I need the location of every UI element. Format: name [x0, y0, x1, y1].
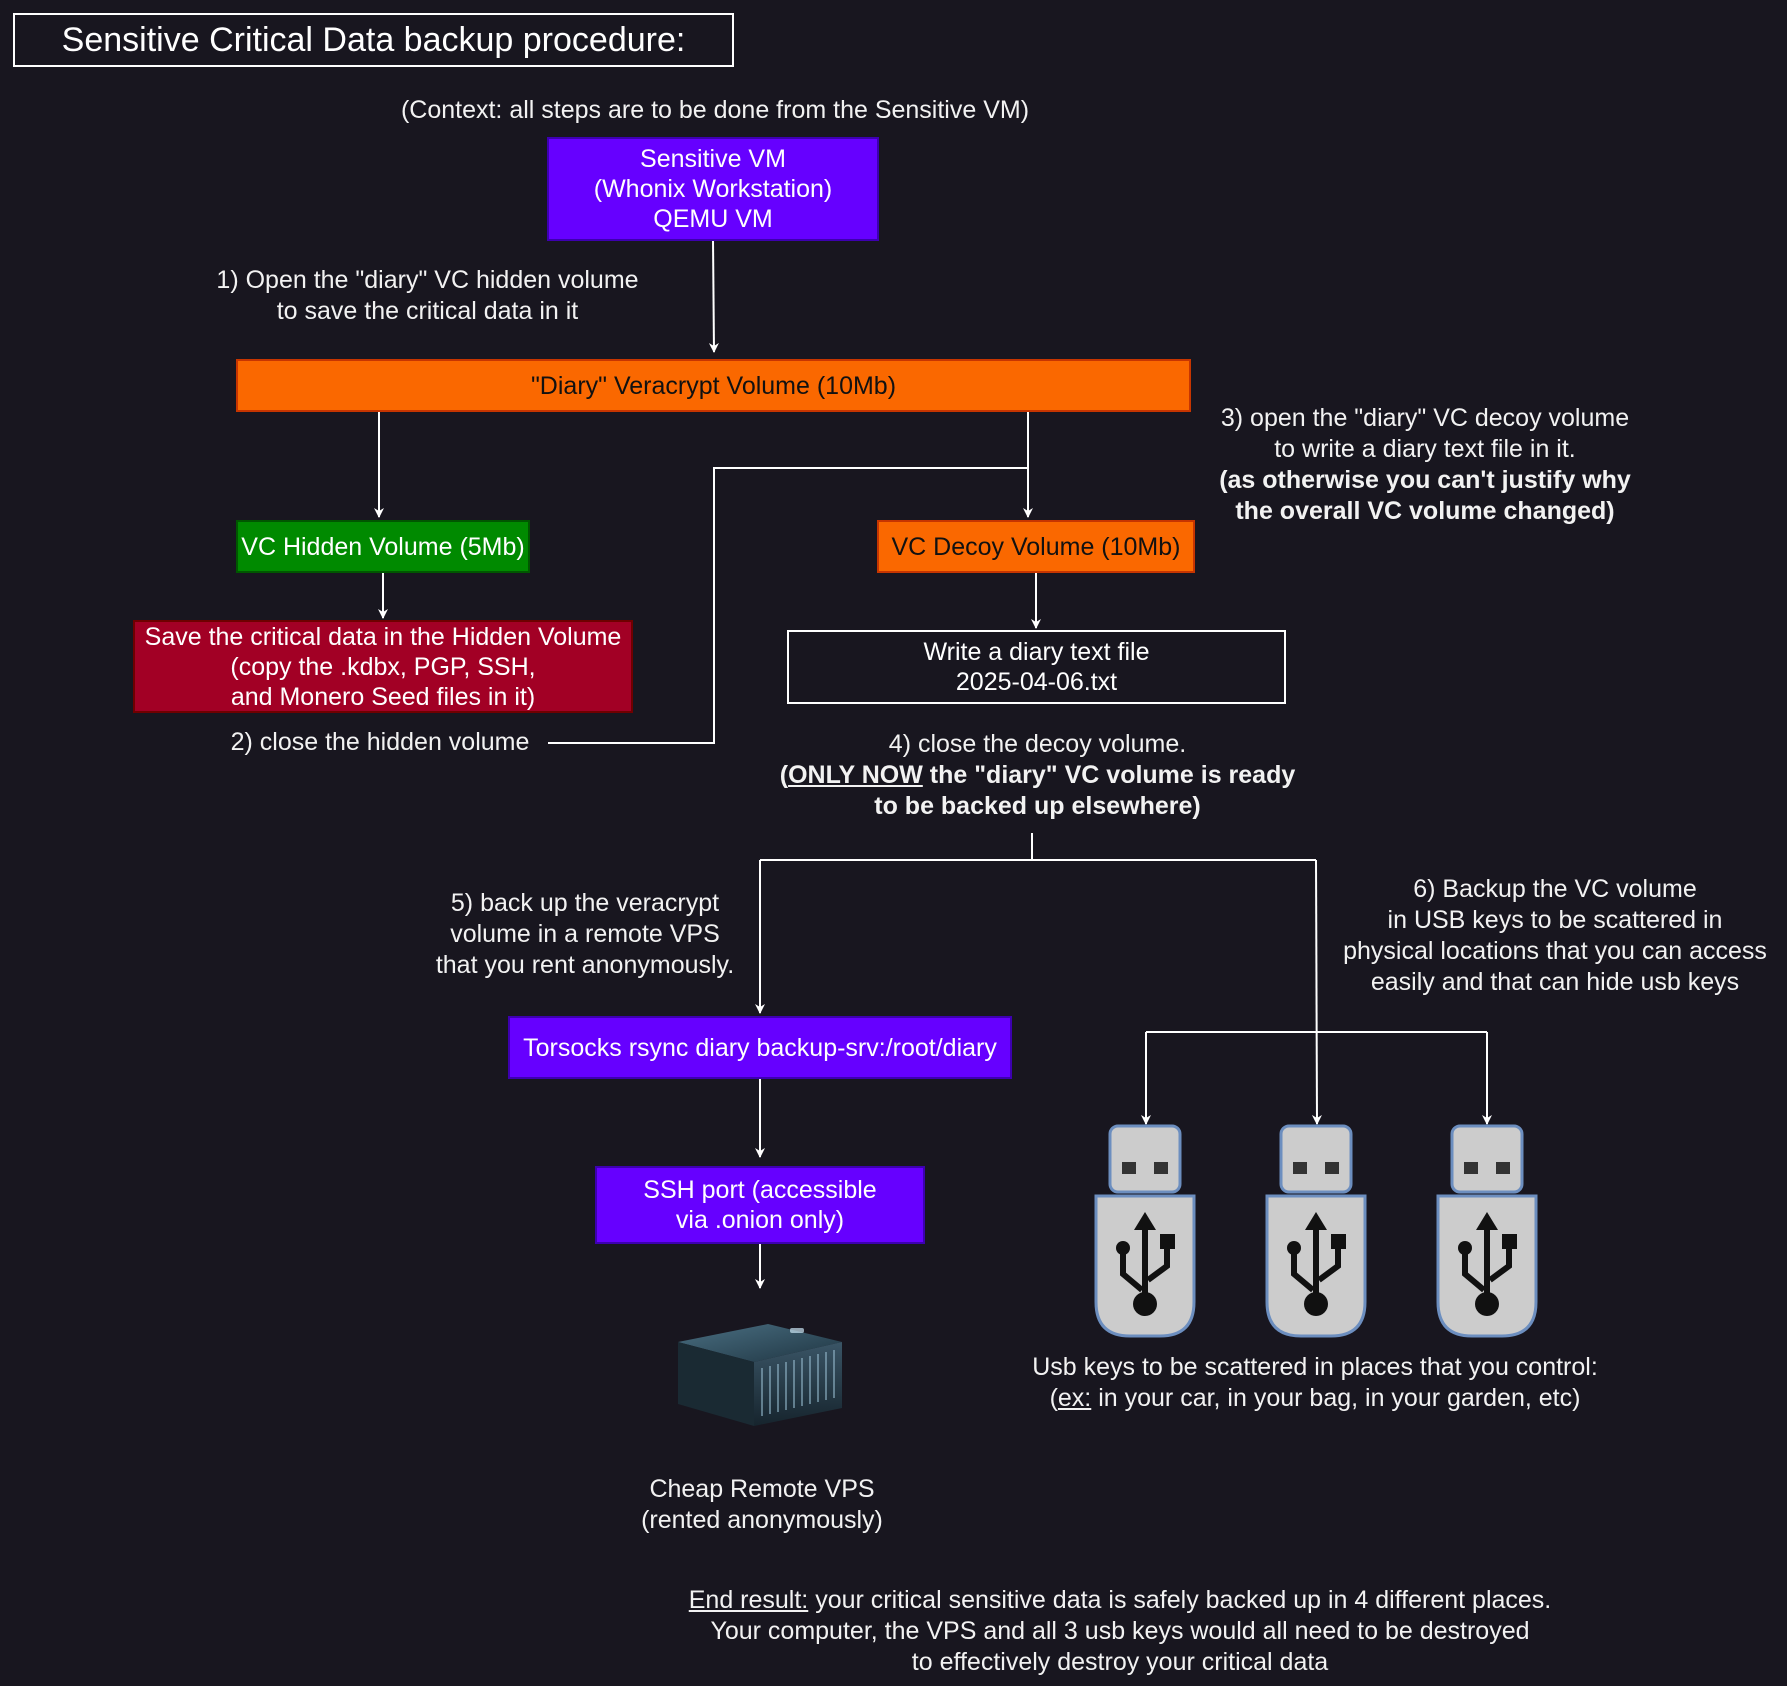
step5-label: 5) back up the veracrypt volume in a rem… — [435, 889, 735, 979]
sensitive-vm-line: Sensitive VM — [640, 145, 786, 173]
usb-key-icon — [1436, 1124, 1538, 1338]
line-close-hidden-to-decoy — [548, 467, 1028, 744]
sensitive-vm-box: Sensitive VM (Whonix Workstation) QEMU V… — [547, 137, 879, 241]
page-title-text: Sensitive Critical Data backup procedure… — [61, 21, 686, 59]
usb-key-icon — [1094, 1124, 1196, 1338]
line-step4-split — [760, 833, 1316, 861]
step2-label: 2) close the hidden volume — [230, 728, 530, 756]
page-title: Sensitive Critical Data backup procedure… — [13, 13, 734, 67]
step3-label: 3) open the "diary" VC decoy volume to w… — [1219, 404, 1631, 525]
hidden-volume-box: VC Hidden Volume (5Mb) — [236, 520, 530, 573]
sensitive-vm-line: (Whonix Workstation) — [593, 175, 833, 203]
rsync-command-box: Torsocks rsync diary backup-srv:/root/di… — [508, 1016, 1012, 1079]
end-result-note: End result: your critical sensitive data… — [688, 1586, 1552, 1676]
sensitive-vm-line: QEMU VM — [653, 205, 773, 233]
step4-label: 4) close the decoy volume. (ONLY NOW the… — [779, 730, 1296, 820]
usb-caption: Usb keys to be scattered in places that … — [1032, 1353, 1598, 1412]
step1-label: 1) Open the "diary" VC hidden volume to … — [216, 266, 639, 325]
end-result-label: End result: — [688, 1586, 809, 1614]
arrow-split-to-usb-middle — [1311, 859, 1322, 1125]
usb-key-icon — [1265, 1124, 1367, 1338]
vps-label: Cheap Remote VPS (rented anonymously) — [641, 1475, 883, 1534]
arrow-vm-to-diary — [708, 239, 719, 353]
server-icon — [678, 1324, 842, 1426]
step6-label: 6) Backup the VC volume in USB keys to b… — [1343, 875, 1767, 996]
diary-text-file-box: Write a diary text file 2025-04-06.txt — [787, 630, 1286, 704]
ssh-port-box: SSH port (accessible via .onion only) — [595, 1166, 925, 1244]
context-note: (Context: all steps are to be done from … — [400, 96, 1030, 124]
save-critical-data-box: Save the critical data in the Hidden Vol… — [133, 620, 633, 713]
decoy-volume-box: VC Decoy Volume (10Mb) — [877, 520, 1195, 573]
example-label: ex: — [1057, 1384, 1092, 1412]
only-now-emphasis: ONLY NOW — [788, 761, 923, 789]
diary-volume-box: "Diary" Veracrypt Volume (10Mb) — [236, 359, 1191, 412]
